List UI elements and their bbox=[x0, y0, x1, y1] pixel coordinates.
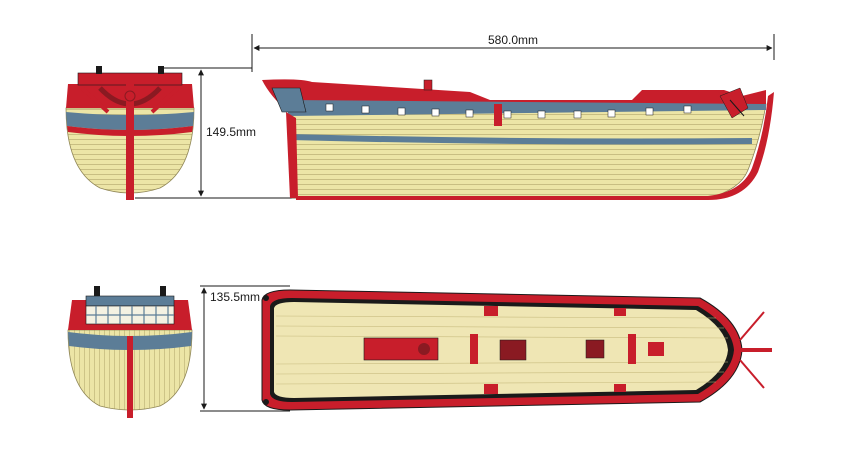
length-dimension: 580.0mm bbox=[251, 33, 775, 72]
length-label: 580.0mm bbox=[488, 33, 538, 47]
side-view bbox=[262, 79, 774, 200]
height-dimension: 149.5mm bbox=[135, 67, 300, 199]
beam-dimension: 135.5mm bbox=[200, 285, 290, 412]
height-label: 149.5mm bbox=[206, 125, 256, 139]
front-view-lower bbox=[67, 286, 193, 418]
beam-label: 135.5mm bbox=[210, 290, 260, 304]
top-view bbox=[261, 289, 772, 411]
front-view-upper bbox=[65, 66, 195, 200]
